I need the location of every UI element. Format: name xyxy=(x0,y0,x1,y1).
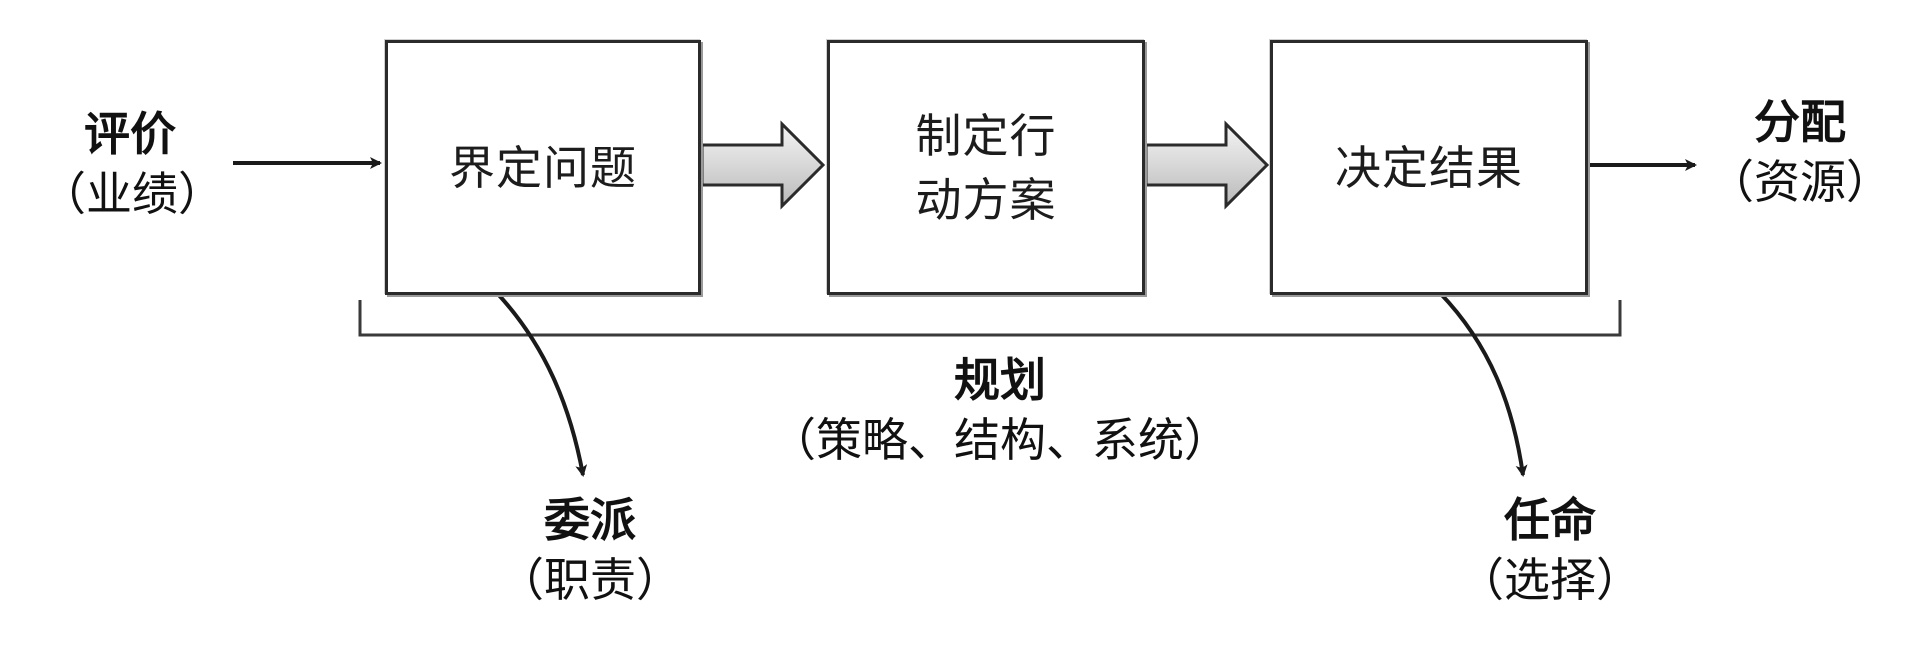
allocate-title: 分配 xyxy=(1754,95,1846,149)
appoint-subtitle: （选择） xyxy=(1458,553,1642,607)
planning-label: 规划 （策略、结构、系统） xyxy=(740,350,1260,470)
flow-arrow-2 xyxy=(1144,120,1270,210)
evaluate-title: 评价 xyxy=(84,107,176,161)
decide-result-box: 决定结果 xyxy=(1270,40,1588,295)
planning-bracket xyxy=(358,300,1622,337)
appoint-curve-arrow xyxy=(1438,291,1528,477)
planning-subtitle: （策略、结构、系统） xyxy=(770,413,1230,467)
flow-arrow-1 xyxy=(700,120,826,210)
delegate-label: 委派 （职责） xyxy=(480,490,700,610)
delegate-curve-arrow xyxy=(495,291,588,477)
define-problem-box: 界定问题 xyxy=(385,40,701,295)
appoint-title: 任命 xyxy=(1504,493,1596,547)
evaluate-subtitle: （业绩） xyxy=(40,167,224,221)
appoint-label: 任命 （选择） xyxy=(1440,490,1660,610)
evaluate-label: 评价 （业绩） xyxy=(40,104,224,224)
delegate-subtitle: （职责） xyxy=(498,553,682,607)
delegate-title: 委派 xyxy=(544,493,636,547)
allocate-label: 分配 （资源） xyxy=(1700,92,1900,212)
plan-action-box: 制定行 动方案 xyxy=(827,40,1145,295)
plan-action-text-line-1: 制定行 xyxy=(915,108,1057,163)
define-problem-text: 界定问题 xyxy=(449,140,637,195)
decide-result-text: 决定结果 xyxy=(1335,140,1523,195)
allocate-subtitle: （资源） xyxy=(1708,155,1892,209)
plan-action-text-line-2: 动方案 xyxy=(915,172,1057,227)
planning-title: 规划 xyxy=(954,353,1046,407)
